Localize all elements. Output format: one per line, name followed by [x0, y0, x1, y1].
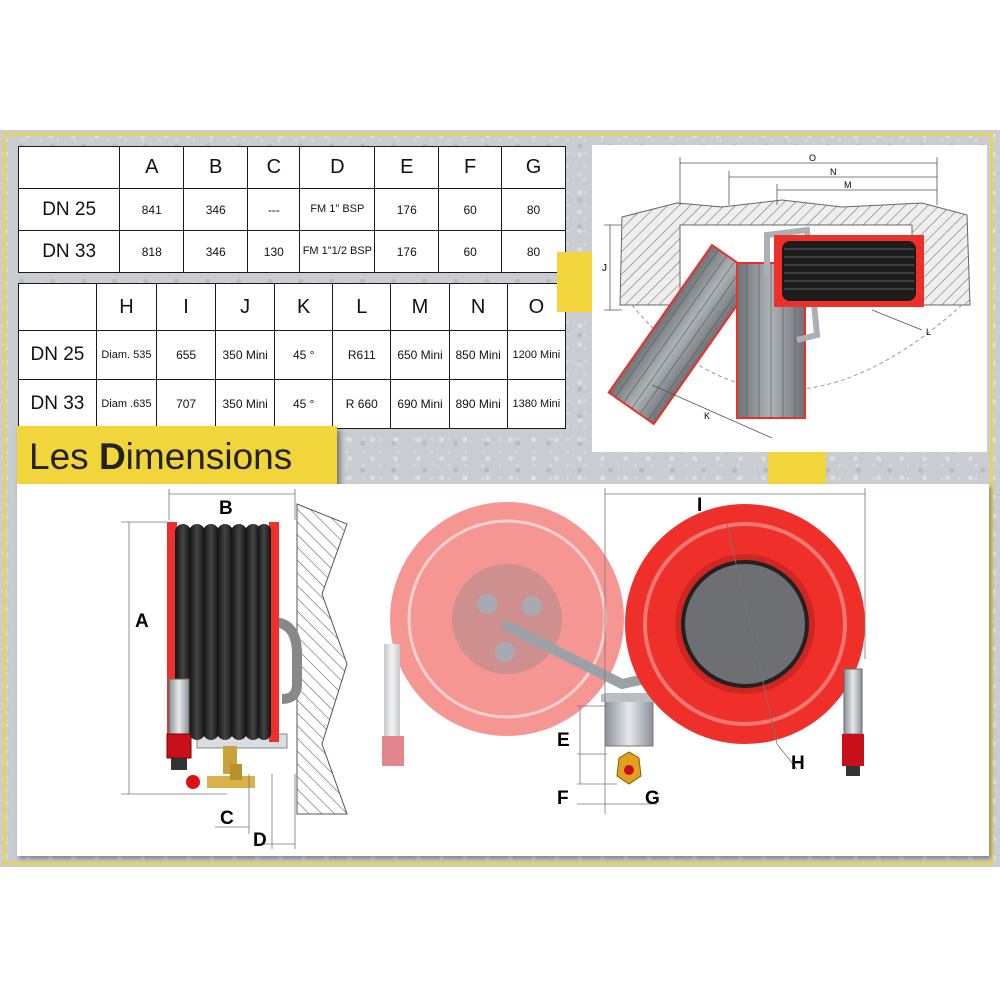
table-cell: 80 — [501, 230, 566, 273]
table-cell: 60 — [438, 230, 503, 273]
dim-label-f: F — [557, 788, 569, 809]
table-cell: 1200 Mini — [506, 330, 567, 380]
table1-header: E — [374, 146, 440, 189]
table-cell: 60 — [438, 188, 503, 231]
top-view-diagram: O N M J L K — [602, 153, 971, 439]
table-cell: Diam .635 — [95, 379, 158, 429]
table1-header: G — [501, 146, 566, 189]
table-cell: 176 — [374, 188, 440, 231]
table-row: DN 25 Diam. 535 655 350 Mini 45 ° R611 6… — [18, 330, 567, 380]
dim-label-a: A — [135, 611, 149, 632]
table-cell: 45 ° — [274, 379, 334, 429]
title-rest: imensions — [125, 436, 293, 477]
table-cell: 346 — [183, 188, 249, 231]
section-title: Les Dimensions — [17, 426, 337, 488]
table-cell: 655 — [156, 330, 217, 380]
table-row: DN 33 818 346 130 FM 1"1/2 BSP 176 60 80 — [17, 230, 566, 273]
table1-header: B — [183, 146, 249, 189]
row-label: DN 25 — [18, 330, 97, 380]
dim-label-m: M — [844, 180, 852, 190]
table-cell: FM 1" BSP — [299, 188, 376, 231]
table-cell: 841 — [119, 188, 185, 231]
title-bold-letter: D — [98, 436, 126, 477]
outer-frame — [3, 133, 993, 865]
table2-corner — [18, 283, 97, 331]
dim-label-g: G — [645, 788, 660, 809]
table1-header: F — [438, 146, 503, 189]
table-row: DN 33 Diam .635 707 350 Mini 45 ° R 660 … — [18, 379, 567, 429]
table2-header: I — [156, 283, 217, 331]
dim-label-d: D — [253, 830, 267, 851]
table-cell: --- — [247, 188, 301, 231]
table-cell: 650 Mini — [390, 330, 450, 380]
table2-header: H — [95, 283, 158, 331]
dim-label-k: K — [704, 411, 710, 421]
table2-header: M — [390, 283, 450, 331]
dim-label-c: C — [220, 808, 234, 829]
dim-label-l: L — [926, 327, 931, 337]
table-row: DN 25 841 346 --- FM 1" BSP 176 60 80 — [17, 188, 566, 231]
dim-label-h: H — [791, 753, 805, 774]
table-cell: R611 — [332, 330, 392, 380]
table1-header: D — [299, 146, 376, 189]
table-cell: 350 Mini — [215, 379, 276, 429]
side-front-view-diagram: A B C D — [121, 488, 866, 851]
table-cell: R 660 — [332, 379, 392, 429]
table-cell: 346 — [183, 230, 249, 273]
dimension-table-1: A B C D E F G DN 25 841 346 --- FM 1" BS… — [17, 146, 566, 273]
table-cell: 890 Mini — [448, 379, 508, 429]
dim-label-e: E — [557, 730, 570, 751]
table-cell: 850 Mini — [448, 330, 508, 380]
table-cell: Diam. 535 — [95, 330, 158, 380]
table-cell: 707 — [156, 379, 217, 429]
table-cell: 176 — [374, 230, 440, 273]
top-view-panel: O N M J L K — [592, 145, 987, 452]
dim-label-b: B — [219, 498, 233, 519]
table-cell: FM 1"1/2 BSP — [299, 230, 376, 273]
row-label: DN 33 — [17, 230, 121, 273]
dim-label-i: I — [697, 495, 702, 516]
table-cell: 690 Mini — [390, 379, 450, 429]
table1-header: A — [119, 146, 185, 189]
table2-header: O — [506, 283, 567, 331]
table-cell: 130 — [247, 230, 301, 273]
row-label: DN 25 — [17, 188, 121, 231]
dimension-table-2: H I J K L M N O DN 25 Diam. 535 655 350 … — [18, 283, 567, 429]
dim-label-o: O — [809, 153, 816, 163]
dim-label-n: N — [830, 167, 837, 177]
title-text: Les Dimensions — [29, 436, 292, 478]
title-prefix: Les — [29, 436, 99, 477]
side-front-view-panel: A B C D — [17, 484, 989, 856]
table-cell: 818 — [119, 230, 185, 273]
table1-corner — [17, 146, 121, 189]
accent-square — [768, 445, 826, 487]
table2-header: L — [332, 283, 392, 331]
table-cell: 350 Mini — [215, 330, 276, 380]
table2-header: J — [215, 283, 276, 331]
table-cell: 45 ° — [274, 330, 334, 380]
dim-label-j: J — [602, 263, 607, 274]
row-label: DN 33 — [18, 379, 97, 429]
table1-header: C — [247, 146, 301, 189]
table2-header: N — [448, 283, 508, 331]
table-cell: 80 — [501, 188, 566, 231]
table2-header: K — [274, 283, 334, 331]
table-cell: 1380 Mini — [506, 379, 567, 429]
